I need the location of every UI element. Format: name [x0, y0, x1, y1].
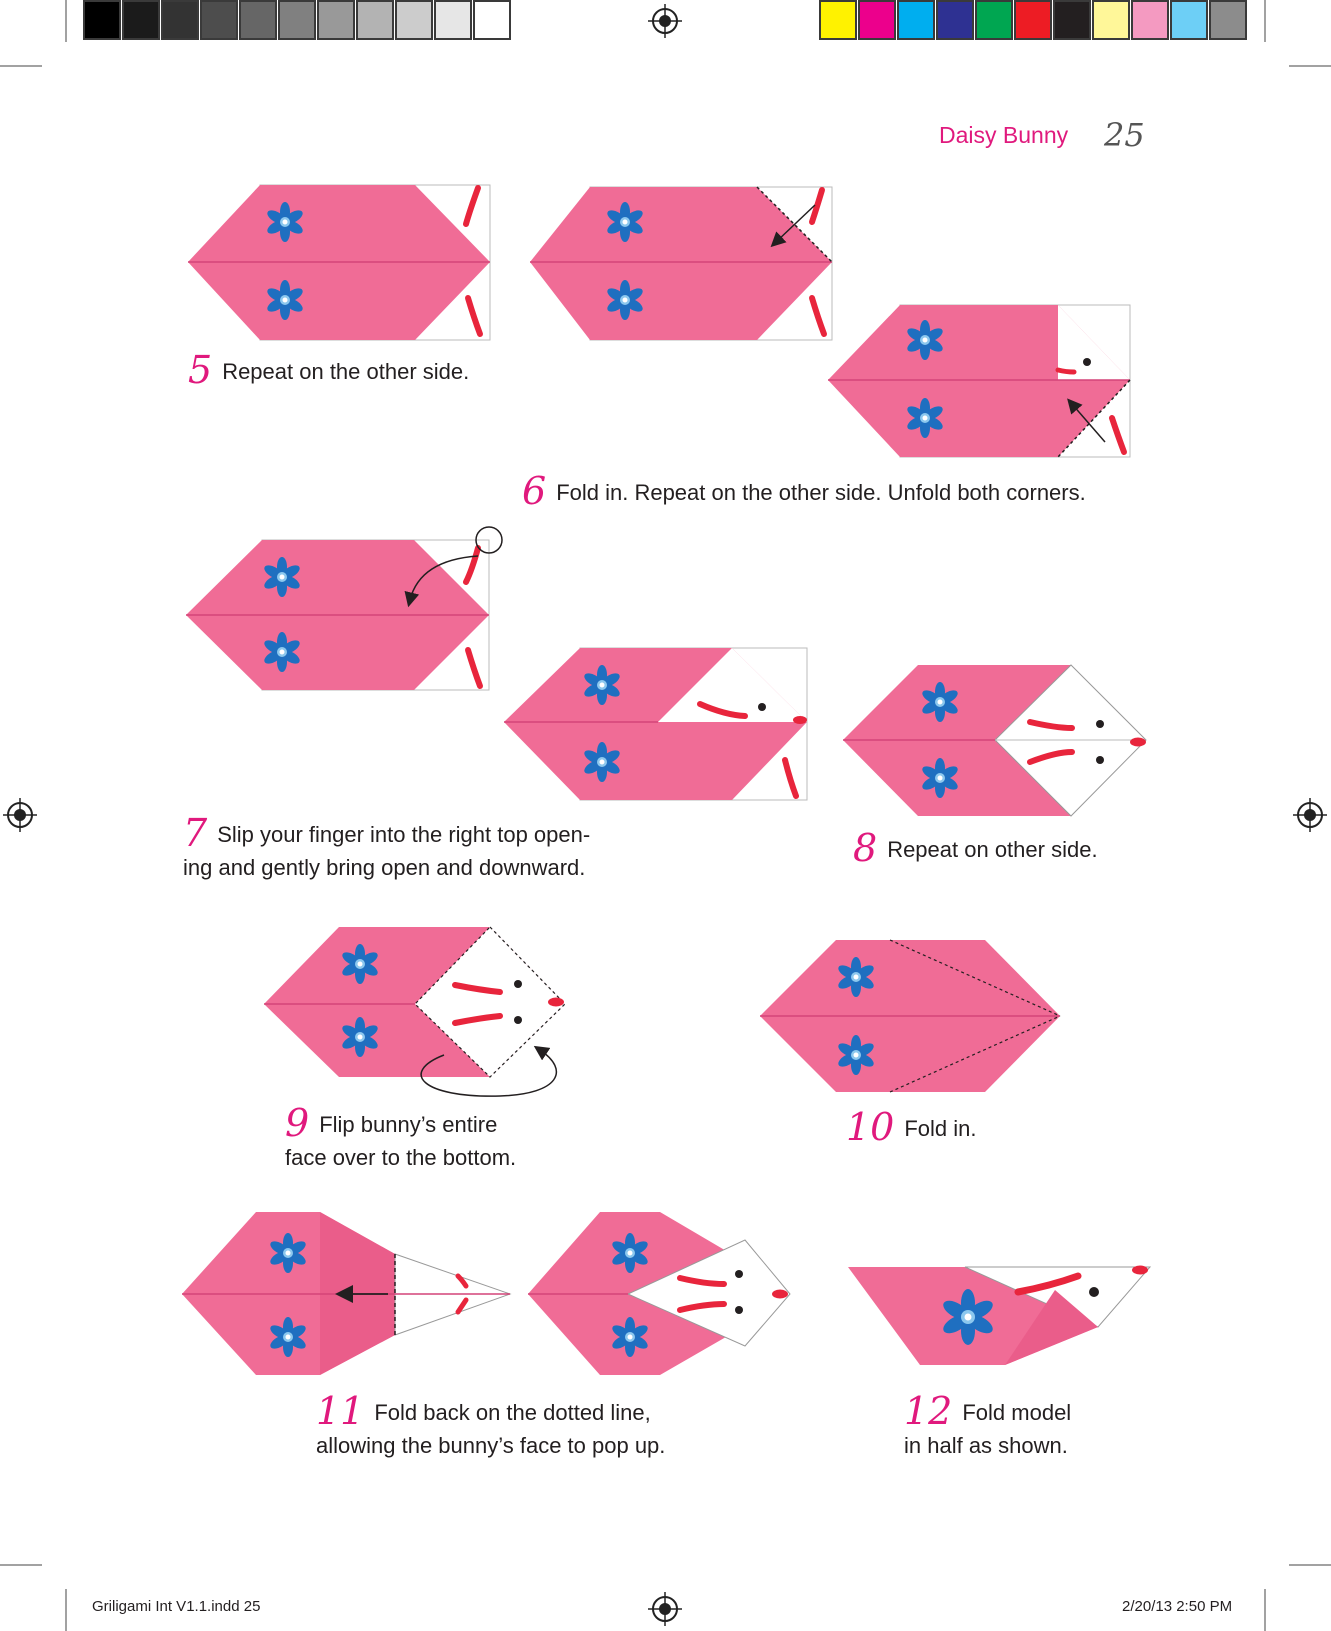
- color-swatch: [936, 0, 974, 40]
- step-text: allowing the bunny’s face to pop up.: [316, 1433, 666, 1458]
- footer-file-info: Griligami Int V1.1.indd 25: [92, 1598, 261, 1615]
- step-number: 10: [846, 1105, 895, 1149]
- step-9-caption: 9 Flip bunny’s entire face over to the bo…: [285, 1104, 517, 1174]
- diagram-step-12: [848, 1265, 1152, 1365]
- step-text: Fold in. Repeat on the other side. Unfol…: [556, 480, 1086, 505]
- step-text: Fold in.: [904, 1116, 977, 1141]
- color-swatch: [1131, 0, 1169, 40]
- diagram-step-11a: [182, 1212, 512, 1375]
- diagram-step-7a: [186, 526, 503, 691]
- step-text: Slip your finger into the right top open…: [217, 822, 591, 847]
- step-8-caption: 8 Repeat on other side.: [853, 829, 1098, 867]
- step-text: Repeat on other side.: [887, 837, 1098, 862]
- step-text: Fold model: [962, 1400, 1072, 1425]
- color-swatch: [278, 0, 316, 40]
- step-text: in half as shown.: [904, 1433, 1068, 1458]
- step-text: Flip bunny’s entire: [319, 1112, 498, 1137]
- step-10-caption: 10 Fold in.: [846, 1108, 977, 1146]
- diagram-step-6a: [530, 186, 833, 341]
- color-swatch: [819, 0, 857, 40]
- color-swatch: [1053, 0, 1091, 40]
- step-12-caption: 12 Fold model in half as shown.: [904, 1392, 1072, 1462]
- color-swatch: [356, 0, 394, 40]
- diagram-step-11b: [528, 1212, 791, 1375]
- step-text: Repeat on the other side.: [222, 359, 470, 384]
- registration-mark-icon: [648, 1592, 682, 1626]
- step-number: 6: [522, 469, 547, 513]
- diagram-step-10: [760, 939, 1061, 1093]
- color-swatch: [975, 0, 1013, 40]
- diagram-step-9: [264, 926, 566, 1097]
- step-number: 12: [904, 1389, 953, 1433]
- color-swatch: [1170, 0, 1208, 40]
- color-swatch: [161, 0, 199, 40]
- step-number: 7: [183, 811, 208, 855]
- diagram-step-7b: [504, 647, 808, 801]
- step-number: 11: [316, 1389, 365, 1433]
- color-swatch: [200, 0, 238, 40]
- diagram-step-6b: [828, 304, 1131, 458]
- color-swatch: [473, 0, 511, 40]
- color-swatch: [83, 0, 121, 40]
- color-swatch: [1209, 0, 1247, 40]
- diagram-step-5: [188, 184, 491, 341]
- step-text: face over to the bottom.: [285, 1145, 517, 1170]
- color-swatch: [1014, 0, 1052, 40]
- registration-mark-icon: [3, 798, 37, 832]
- diagram-step-8: [843, 664, 1147, 817]
- step-5-caption: 5 Repeat on the other side.: [188, 351, 470, 389]
- registration-mark-icon: [648, 4, 682, 38]
- step-text: ing and gently bring open and downward.: [183, 855, 586, 880]
- page-header-title: Daisy Bunny: [939, 122, 1069, 148]
- footer-datetime: 2/20/13 2:50 PM: [1122, 1598, 1233, 1615]
- color-swatch: [434, 0, 472, 40]
- color-swatch: [1092, 0, 1130, 40]
- registration-mark-icon: [1293, 798, 1327, 832]
- color-swatch: [317, 0, 355, 40]
- color-swatch: [395, 0, 433, 40]
- step-text: Fold back on the dotted line,: [374, 1400, 651, 1425]
- color-swatch: [858, 0, 896, 40]
- step-number: 8: [853, 826, 878, 870]
- page-number: 25: [1104, 116, 1145, 154]
- step-number: 5: [188, 348, 213, 392]
- color-swatch: [897, 0, 935, 40]
- step-7-caption: 7 Slip your finger into the right top ope…: [183, 814, 591, 884]
- step-number: 9: [285, 1101, 310, 1145]
- step-11-caption: 11 Fold back on the dotted line, allowing…: [316, 1392, 666, 1462]
- color-swatch: [239, 0, 277, 40]
- color-swatch: [122, 0, 160, 40]
- step-6-caption: 6 Fold in. Repeat on the other side. Unfo…: [522, 472, 1086, 510]
